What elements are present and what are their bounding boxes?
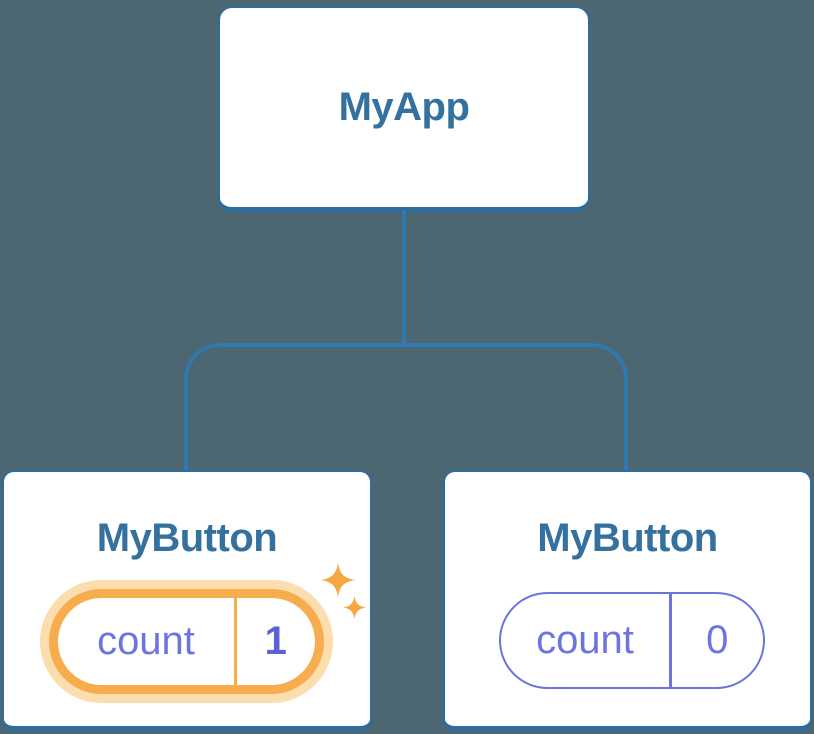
state-key-label: count: [97, 619, 195, 663]
node-myapp: MyApp: [218, 6, 590, 212]
state-key-label: count: [536, 618, 634, 662]
node-mybutton-idle: MyButton count 0: [443, 470, 812, 731]
node-mybutton-updated: MyButton count 1: [2, 470, 372, 731]
sparkle-large-icon: [320, 563, 356, 597]
node-label: MyApp: [338, 85, 470, 129]
node-label: MyButton: [96, 516, 278, 560]
tree-stem-connector: [402, 210, 406, 346]
state-pill-highlighted: count 1: [49, 589, 324, 694]
tree-branch-connector: [184, 343, 628, 473]
pill-divider: [234, 598, 237, 685]
sparkle-small-icon: [343, 596, 366, 619]
node-label: MyButton: [537, 516, 718, 560]
state-pill: count 0: [499, 592, 765, 689]
state-value: 1: [264, 619, 287, 663]
state-value: 0: [706, 618, 729, 662]
pill-divider: [669, 594, 672, 687]
